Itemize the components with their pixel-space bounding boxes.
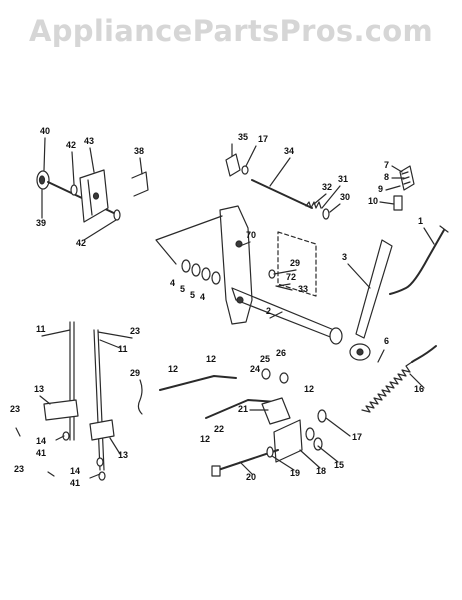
callout-5: 5 bbox=[180, 284, 185, 294]
callout-7: 7 bbox=[384, 160, 389, 170]
callout-33: 33 bbox=[298, 284, 308, 294]
callout-32: 32 bbox=[322, 182, 332, 192]
callout-23: 23 bbox=[10, 404, 20, 414]
part-17-nut-lower bbox=[317, 409, 327, 423]
part-3-lever bbox=[349, 239, 393, 361]
part-13-ferrule-left bbox=[43, 399, 79, 421]
callout-2: 2 bbox=[266, 306, 271, 316]
callout-29: 29 bbox=[290, 258, 300, 268]
callout-4: 4 bbox=[200, 292, 205, 302]
callout-4: 4 bbox=[170, 278, 175, 288]
watermark: AppliancePartsPros.com bbox=[28, 14, 434, 48]
callout-3: 3 bbox=[342, 252, 347, 262]
part-29-spring-clip bbox=[137, 379, 143, 415]
callout-38: 38 bbox=[134, 146, 144, 156]
callout-70: 70 bbox=[246, 230, 256, 240]
callout-6: 6 bbox=[384, 336, 389, 346]
callout-20: 20 bbox=[246, 472, 256, 482]
callout-19: 19 bbox=[290, 468, 300, 478]
part-21-22-bracket bbox=[261, 397, 291, 425]
part-4-5-spacers bbox=[181, 259, 221, 285]
callout-17: 17 bbox=[352, 432, 362, 442]
part-18-plate bbox=[273, 419, 303, 463]
callout-18: 18 bbox=[316, 466, 326, 476]
callout-39: 39 bbox=[36, 218, 46, 228]
callout-34: 34 bbox=[284, 146, 294, 156]
callout-12: 12 bbox=[200, 434, 210, 444]
callout-23: 23 bbox=[130, 326, 140, 336]
callout-43: 43 bbox=[84, 136, 94, 146]
callout-17: 17 bbox=[258, 134, 268, 144]
part-42-washer-upper bbox=[70, 184, 78, 196]
part-12-link-arm bbox=[159, 375, 277, 419]
callout-24: 24 bbox=[250, 364, 260, 374]
callout-5: 5 bbox=[190, 290, 195, 300]
part-13-ferrule-right bbox=[89, 419, 115, 441]
part-11-rod-left bbox=[69, 321, 75, 441]
part-35-block bbox=[225, 153, 241, 177]
part-38-clip bbox=[131, 171, 149, 197]
callout-40: 40 bbox=[40, 126, 50, 136]
part-6-bolt bbox=[377, 349, 385, 363]
part-43-bracket bbox=[79, 169, 109, 223]
callout-labels: 40 42 43 38 39 42 35 17 34 32 31 30 7 8 … bbox=[10, 126, 424, 488]
callout-12: 12 bbox=[304, 384, 314, 394]
callout-41: 41 bbox=[70, 478, 80, 488]
part-19-washer bbox=[266, 446, 274, 458]
part-29-72-33-pins bbox=[268, 269, 293, 291]
callout-72: 72 bbox=[286, 272, 296, 282]
callout-13: 13 bbox=[118, 450, 128, 460]
part-34-rod bbox=[251, 179, 313, 209]
callout-26: 26 bbox=[276, 348, 286, 358]
part-7-10-latch bbox=[393, 165, 415, 211]
part-11-rod-right bbox=[93, 329, 105, 471]
callout-12: 12 bbox=[206, 354, 216, 364]
callout-14: 14 bbox=[36, 436, 46, 446]
callout-14: 14 bbox=[70, 466, 80, 476]
callout-23: 23 bbox=[14, 464, 24, 474]
callout-8: 8 bbox=[384, 172, 389, 182]
part-24-26-fittings bbox=[261, 368, 289, 384]
part-16-spring bbox=[361, 345, 437, 413]
callout-16: 16 bbox=[414, 384, 424, 394]
part-30-washer bbox=[322, 208, 330, 220]
part-2-lift-shaft bbox=[219, 205, 343, 345]
callout-22: 22 bbox=[214, 424, 224, 434]
part-17-nut-top bbox=[241, 165, 249, 175]
callout-11: 11 bbox=[36, 324, 46, 334]
callout-42: 42 bbox=[66, 140, 76, 150]
part-23-cotter-pins bbox=[15, 427, 55, 477]
callout-15: 15 bbox=[334, 460, 344, 470]
callout-9: 9 bbox=[378, 184, 383, 194]
callout-41: 41 bbox=[36, 448, 46, 458]
callout-29: 29 bbox=[130, 368, 140, 378]
callout-12: 12 bbox=[168, 364, 178, 374]
part-1-lift-handle bbox=[389, 225, 449, 295]
callout-25: 25 bbox=[260, 354, 270, 364]
callout-35: 35 bbox=[238, 132, 248, 142]
part-42-washer-lower bbox=[113, 209, 121, 221]
callout-30: 30 bbox=[340, 192, 350, 202]
part-70-mount bbox=[155, 215, 317, 297]
callout-1: 1 bbox=[418, 216, 423, 226]
part-14-41-clips bbox=[62, 431, 106, 481]
callout-21: 21 bbox=[238, 404, 248, 414]
callout-42: 42 bbox=[76, 238, 86, 248]
callout-11: 11 bbox=[118, 344, 128, 354]
leader-lines bbox=[39, 137, 435, 479]
callout-10: 10 bbox=[368, 196, 378, 206]
callout-31: 31 bbox=[338, 174, 348, 184]
callout-13: 13 bbox=[34, 384, 44, 394]
part-32-31-spring bbox=[305, 201, 322, 209]
